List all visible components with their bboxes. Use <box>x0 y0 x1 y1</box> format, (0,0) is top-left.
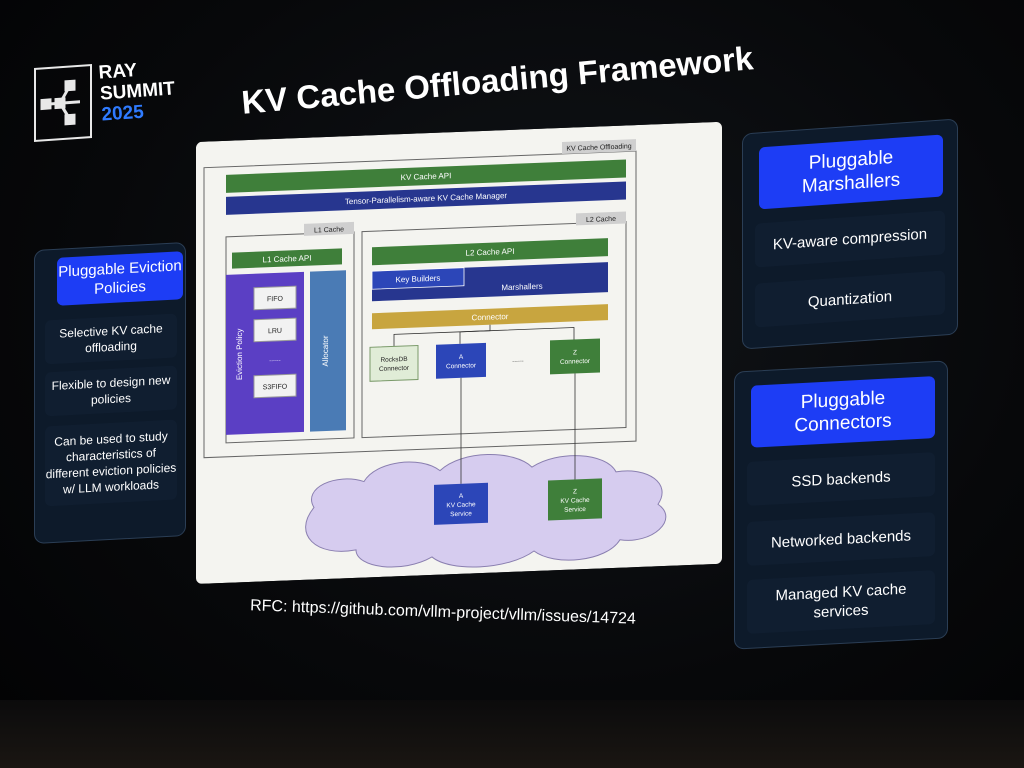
a-service-line3: Service <box>450 510 472 518</box>
z-connector <box>550 338 600 375</box>
a-kv-cache-service <box>434 482 488 525</box>
l2-cache-box <box>361 220 627 439</box>
connector-bar-label: Connector <box>472 312 509 322</box>
offloading-label-bg <box>562 139 636 154</box>
fifo-box <box>253 285 297 311</box>
panel-item: Managed KV cache services <box>747 570 935 634</box>
panel-item: Selective KV cache offloading <box>45 313 177 365</box>
key-builders-label: Key Builders <box>396 274 441 285</box>
panel-item: Flexible to design new policies <box>45 365 177 417</box>
eviction-policy-label: Eviction Policy <box>235 328 244 380</box>
l2-cache-api <box>372 238 608 266</box>
event-name: RAY SUMMIT 2025 <box>98 57 177 126</box>
panel-item: Quantization <box>755 270 945 328</box>
l2-label-bg <box>576 211 626 226</box>
offloading-box <box>203 150 637 459</box>
allocator-box <box>310 270 346 432</box>
rocksdb-connector <box>369 344 419 382</box>
z-kv-cache-service <box>548 478 602 521</box>
key-builders-box <box>371 267 465 290</box>
floor <box>0 700 1024 768</box>
a-connector <box>436 342 486 379</box>
kv-cache-manager <box>226 181 626 215</box>
connector-bar <box>372 304 608 330</box>
rocksdb-connector-line1: RocksDB <box>380 356 407 364</box>
a-connector-line2: Connector <box>446 362 477 370</box>
rfc-link: RFC: https://github.com/vllm-project/vll… <box>249 597 637 628</box>
kv-cache-api-label: KV Cache API <box>401 171 452 182</box>
lru-box <box>253 317 297 343</box>
connector-dots: ...... <box>512 356 524 363</box>
l1-label-bg <box>304 221 354 236</box>
panel-item: KV-aware compression <box>755 210 945 268</box>
panel-title: Pluggable Eviction Policies <box>57 251 183 306</box>
z-service-line3: Service <box>564 506 586 514</box>
service-arrows <box>460 373 576 484</box>
l1-cache-api-label: L1 Cache API <box>263 254 312 265</box>
panel-title: Pluggable Marshallers <box>759 134 943 210</box>
policy-dots: ...... <box>269 356 281 363</box>
a-service-line2: KV Cache <box>446 501 476 509</box>
z-connector-line1: Z <box>573 349 577 356</box>
ray-logo-icon <box>34 63 92 143</box>
diagram-canvas: KV Cache Offloading KV Cache API Tensor-… <box>196 122 722 584</box>
offloading-label: KV Cache Offloading <box>566 143 631 153</box>
l2-label: L2 Cache <box>586 216 616 224</box>
connector-arrows <box>393 324 575 347</box>
fifo-label: FIFO <box>267 296 283 304</box>
slide-title: KV Cache Offloading Framework <box>240 39 755 121</box>
allocator-label: Allocator <box>321 335 330 367</box>
l2-cache-api-label: L2 Cache API <box>466 247 515 258</box>
s3fifo-box <box>253 373 297 399</box>
z-connector-line2: Connector <box>560 358 591 366</box>
panel-item: Networked backends <box>747 512 935 566</box>
z-service-line1: Z <box>573 488 577 495</box>
a-connector-line1: A <box>459 354 464 361</box>
l1-label: L1 Cache <box>314 226 344 234</box>
marshallers-label: Marshallers <box>501 282 542 293</box>
panel-item: Can be used to study characteristics of … <box>45 419 177 507</box>
panel-item: SSD backends <box>747 452 935 506</box>
kv-cache-api <box>226 159 626 193</box>
l1-cache-api <box>232 248 342 269</box>
z-service-line2: KV Cache <box>560 497 590 505</box>
event-year: 2025 <box>100 101 145 126</box>
rocksdb-connector-line2: Connector <box>379 365 410 373</box>
marshallers-panel: Pluggable Marshallers KV-aware compressi… <box>742 118 958 350</box>
a-service-line1: A <box>459 493 464 500</box>
eviction-policies-panel: Pluggable Eviction Policies Selective KV… <box>34 242 186 544</box>
panel-title: Pluggable Connectors <box>751 376 935 448</box>
architecture-diagram: KV Cache Offloading KV Cache API Tensor-… <box>196 122 722 584</box>
connectors-panel: Pluggable Connectors SSD backends Networ… <box>734 360 948 650</box>
s3fifo-label: S3FIFO <box>263 383 288 391</box>
lru-label: LRU <box>268 328 282 336</box>
